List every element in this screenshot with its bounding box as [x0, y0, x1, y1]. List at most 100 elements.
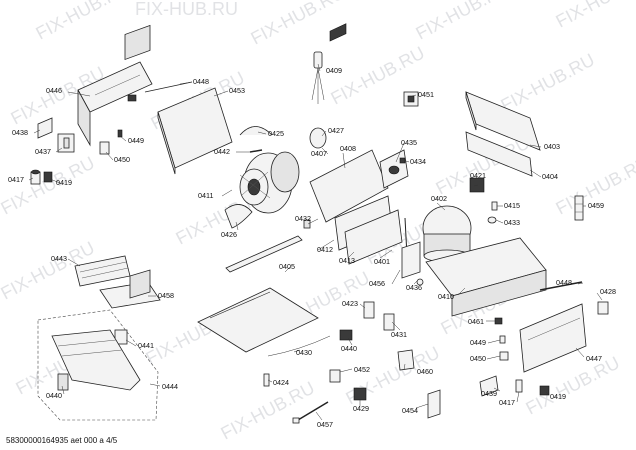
- label-0411: 0411: [198, 191, 213, 200]
- label-0417: 0417: [8, 175, 24, 184]
- label-0438: 0438: [12, 128, 28, 137]
- label-0461: 0461: [468, 317, 484, 326]
- label-0435: 0435: [401, 138, 417, 147]
- part-0452-bracket: [329, 369, 341, 383]
- label-0427: 0427: [328, 126, 344, 135]
- label-0448: 0448: [193, 77, 209, 86]
- part-0423-fitting: [363, 301, 375, 319]
- part-0448-bar: [539, 281, 583, 291]
- label-0453: 0453: [229, 86, 245, 95]
- label-0402: 0402: [431, 194, 447, 203]
- label-0423: 0423: [342, 299, 358, 308]
- label-0403: 0403: [544, 142, 560, 151]
- part-0431-clamp: [383, 313, 395, 331]
- part-0459-clip: [574, 195, 584, 221]
- label-0446: 0446: [46, 86, 62, 95]
- watermark: FIX-HUB.RU: [217, 378, 317, 444]
- label-0426: 0426: [221, 230, 237, 239]
- document-footer: 58300000164935 aet 000 a 4/5: [6, 436, 118, 445]
- part-0449-screw-b: [499, 335, 506, 344]
- label-0405: 0405: [279, 262, 295, 271]
- part-0435-heater: [379, 149, 409, 189]
- part-labels: 0446 0448 0453 0409 0451 0438 0449 0437 …: [8, 66, 616, 429]
- part-0429-clip: [353, 387, 367, 401]
- part-0403-back-panel: [465, 91, 541, 151]
- part-0440-connector: [339, 329, 353, 341]
- part-0449-screw: [117, 129, 123, 138]
- part-0408-board: [309, 23, 389, 223]
- part-0419-nut: [43, 171, 53, 183]
- label-0419-b: 0419: [550, 392, 566, 401]
- part-0410-base-plate: [425, 237, 547, 317]
- part-0428-clip: [597, 301, 609, 315]
- label-0451: 0451: [418, 90, 434, 99]
- part-0450-clip-b: [499, 351, 509, 361]
- part-0444-assembly: [37, 309, 159, 421]
- label-0441: 0441: [138, 341, 154, 350]
- part-0413-tray: [344, 209, 403, 265]
- part-0460-holder: [397, 349, 415, 371]
- label-0443: 0443: [51, 254, 67, 263]
- leader-lines: [28, 63, 603, 421]
- part-0442-screw: [249, 149, 263, 153]
- label-0449-b: 0449: [470, 338, 486, 347]
- label-0417-b: 0417: [499, 398, 515, 407]
- part-0417-foot-b: [515, 379, 523, 393]
- label-0409: 0409: [326, 66, 342, 75]
- label-0439: 0439: [481, 389, 497, 398]
- label-0459: 0459: [588, 201, 604, 210]
- part-0436-spring: [416, 278, 424, 286]
- part-0415-screw: [491, 201, 498, 211]
- part-0443-bracket: [74, 255, 131, 287]
- watermark: FIX-HUB.RU: [497, 50, 597, 116]
- watermark: FIX-HUB.RU: [552, 0, 636, 32]
- label-0457: 0457: [317, 420, 333, 429]
- label-0408: 0408: [340, 144, 356, 153]
- label-0430: 0430: [296, 348, 312, 357]
- part-0419-nut-b: [539, 385, 550, 396]
- label-0410: 0410: [438, 292, 454, 301]
- part-0458-bracket: [99, 269, 161, 309]
- part-0433-grommet: [487, 216, 497, 224]
- label-0432: 0432: [295, 214, 311, 223]
- label-0452: 0452: [354, 365, 370, 374]
- label-0401: 0401: [374, 257, 390, 266]
- part-0447-panel: [519, 303, 587, 373]
- label-0407: 0407: [311, 149, 327, 158]
- label-0450: 0450: [114, 155, 130, 164]
- part-0446-bracket: [77, 24, 153, 147]
- label-0444: 0444: [162, 382, 178, 391]
- label-0404: 0404: [542, 172, 558, 181]
- label-0437: 0437: [35, 147, 51, 156]
- part-0425-shroud: [239, 126, 273, 136]
- part-0441-clip: [114, 329, 128, 345]
- label-0429: 0429: [353, 404, 369, 413]
- label-0440-b: 0440: [46, 391, 62, 400]
- part-0454-bracket: [427, 389, 441, 419]
- part-0409-sensor: [311, 51, 325, 104]
- label-0447: 0447: [586, 354, 602, 363]
- part-0450-clip: [99, 141, 110, 155]
- part-0438-clip: [37, 117, 53, 139]
- label-0440: 0440: [341, 344, 357, 353]
- watermark: FIX-HUB.RU: [0, 153, 98, 219]
- label-0433: 0433: [504, 218, 520, 227]
- part-0417-foot: [30, 169, 41, 185]
- label-0458: 0458: [158, 291, 174, 300]
- part-0451-switch: [403, 91, 419, 107]
- part-0430-wire: [267, 335, 331, 357]
- label-0424: 0424: [273, 378, 289, 387]
- watermark: FIX-HUB.RU: [135, 0, 238, 19]
- label-0448-b: 0448: [556, 278, 572, 287]
- label-0460: 0460: [417, 367, 433, 376]
- part-0453-panel: [157, 87, 233, 175]
- label-0421: 0421: [470, 171, 486, 180]
- part-0426-fan-blade: [224, 204, 253, 229]
- label-0419: 0419: [56, 178, 72, 187]
- label-0454: 0454: [402, 406, 418, 415]
- label-0413: 0413: [339, 256, 355, 265]
- label-0428: 0428: [600, 287, 616, 296]
- label-0436: 0436: [406, 283, 422, 292]
- label-0425: 0425: [268, 129, 284, 138]
